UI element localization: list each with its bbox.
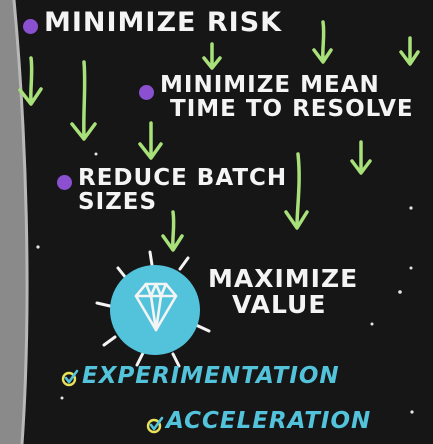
checkmark-icon (146, 416, 164, 434)
arrow-icon (161, 210, 184, 252)
goal-label: SIZES (78, 189, 158, 216)
checkmark-icon (61, 369, 79, 387)
burst-lines (95, 250, 211, 368)
arrow-icon (399, 36, 420, 66)
goal-label: TIME TO RESOLVE (170, 96, 414, 123)
outcome-label: EXPERIMENTATION (82, 363, 340, 389)
badge-circle (110, 265, 200, 355)
arrow-icon (312, 20, 333, 64)
result-label: VALUE (232, 290, 327, 320)
arrow-icon (18, 56, 43, 106)
arrow-icon (284, 152, 309, 230)
edge-shape (0, 0, 28, 444)
diamond-badge (95, 250, 211, 368)
result-label: MAXIMIZE (208, 264, 359, 293)
diamond-icon (134, 282, 178, 332)
bullet-dot (57, 175, 72, 190)
outcome-experimentation: EXPERIMENTATION (82, 364, 340, 388)
bullet-dot (23, 19, 38, 34)
arrow-icon (138, 121, 163, 160)
result-maximize-value: MAXIMIZE VALUE (208, 264, 359, 320)
arrow-icon (70, 60, 97, 141)
bullet-dot (139, 85, 154, 100)
goal-label: MINIMIZE MEAN (160, 72, 380, 98)
goal-label: REDUCE BATCH (78, 165, 288, 191)
outcome-acceleration: ACCELERATION (166, 409, 371, 433)
goal-reduce-batch-sizes: REDUCE BATCH SIZES (78, 166, 287, 214)
edge-highlight (12, 0, 29, 444)
goal-minimize-risk: MINIMIZE RISK (44, 7, 283, 38)
outcome-label: ACCELERATION (166, 408, 372, 434)
goal-minimize-mttr: MINIMIZE MEAN TIME TO RESOLVE (160, 73, 414, 121)
arrow-icon (350, 140, 372, 175)
star-dots (36, 152, 414, 414)
goal-label: MINIMIZE RISK (44, 7, 283, 38)
green-arrows (18, 20, 420, 252)
arrow-icon (202, 42, 222, 70)
